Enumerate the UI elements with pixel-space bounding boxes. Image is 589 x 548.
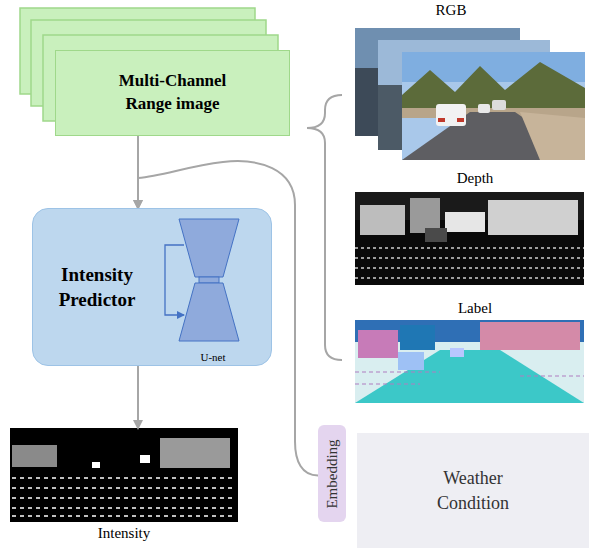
intensity-image-part bbox=[12, 478, 236, 516]
encoder-trapezoid bbox=[179, 219, 239, 277]
intensity-image-part-part bbox=[12, 507, 236, 509]
label-image-part bbox=[400, 325, 435, 350]
label-image-part bbox=[450, 348, 464, 357]
curly-bracket bbox=[307, 95, 342, 360]
rgb-panel: RGB bbox=[355, 0, 587, 162]
flow-arrow bbox=[137, 366, 139, 428]
intensity-image bbox=[10, 428, 238, 522]
unet-block: U-net bbox=[161, 215, 251, 363]
intensity-image-part-part bbox=[12, 497, 236, 499]
depth-image-part bbox=[360, 205, 405, 235]
label-image-part bbox=[355, 320, 584, 403]
intensity-image-part bbox=[160, 438, 230, 468]
node-label: RGB bbox=[415, 2, 487, 19]
intensity-image-part bbox=[140, 455, 150, 463]
node-label: Embedding bbox=[324, 439, 341, 508]
depth-panel: Depth bbox=[355, 168, 587, 286]
node-label: Label bbox=[435, 300, 515, 317]
rgb-image-part bbox=[492, 100, 506, 110]
intensity-image-part-part bbox=[12, 515, 236, 517]
intensity-image-part-part bbox=[12, 487, 236, 489]
node-label: Multi-Channel Range image bbox=[98, 70, 248, 116]
label-panel: Label bbox=[355, 298, 587, 404]
depth-image-part-part bbox=[355, 247, 584, 249]
label-image bbox=[355, 320, 584, 403]
depth-image-part-part bbox=[355, 267, 584, 269]
depth-image-part bbox=[355, 248, 584, 278]
intensity-image-part bbox=[10, 428, 238, 522]
depth-image-part-part bbox=[355, 277, 584, 279]
label-image-part bbox=[355, 372, 584, 384]
depth-image-part bbox=[425, 228, 447, 242]
range-image-box: Multi-Channel Range image bbox=[55, 50, 290, 136]
depth-image bbox=[355, 192, 584, 285]
bottleneck bbox=[199, 277, 219, 283]
rgb-image-part bbox=[402, 62, 585, 112]
skip-connection bbox=[165, 245, 184, 315]
rgb-image-part bbox=[436, 104, 466, 126]
label-image-part bbox=[355, 350, 584, 403]
intensity-panel: Intensity bbox=[10, 428, 238, 547]
embedding-box: Embedding bbox=[318, 425, 346, 522]
intensity-image-part bbox=[12, 445, 57, 467]
rgb-image-part bbox=[457, 118, 464, 122]
depth-image-part bbox=[410, 198, 440, 233]
label-image-part-part bbox=[355, 371, 440, 372]
node-label: Intensity bbox=[54, 525, 194, 542]
node-label: U-net bbox=[181, 351, 245, 363]
label-image-part bbox=[358, 330, 398, 358]
node-label: Intensity Predictor bbox=[39, 263, 155, 312]
label-image-part bbox=[480, 322, 580, 350]
depth-image-part bbox=[355, 192, 584, 285]
rgb-image-part bbox=[402, 112, 585, 160]
label-image-part bbox=[398, 352, 424, 370]
depth-image-part bbox=[445, 212, 485, 232]
node-label: Depth bbox=[435, 170, 515, 187]
label-image-part-part bbox=[520, 375, 584, 376]
weather-box: Weather Condition bbox=[357, 433, 589, 548]
rgb-image-part bbox=[438, 118, 445, 122]
intensity-image-part bbox=[92, 462, 100, 468]
intensity-image-part-part bbox=[12, 477, 236, 479]
decoder-trapezoid bbox=[179, 283, 239, 341]
predictor-box: Intensity PredictorU-net bbox=[32, 208, 272, 366]
label-image-part-part bbox=[355, 383, 420, 384]
rgb-image-part bbox=[478, 104, 490, 113]
node-label: Weather Condition bbox=[418, 466, 528, 515]
depth-image-part-part bbox=[355, 257, 584, 259]
rgb-image bbox=[355, 28, 585, 160]
rgb-image-part bbox=[520, 112, 585, 160]
rgb-image-part bbox=[402, 52, 585, 160]
depth-image-part bbox=[488, 200, 578, 235]
